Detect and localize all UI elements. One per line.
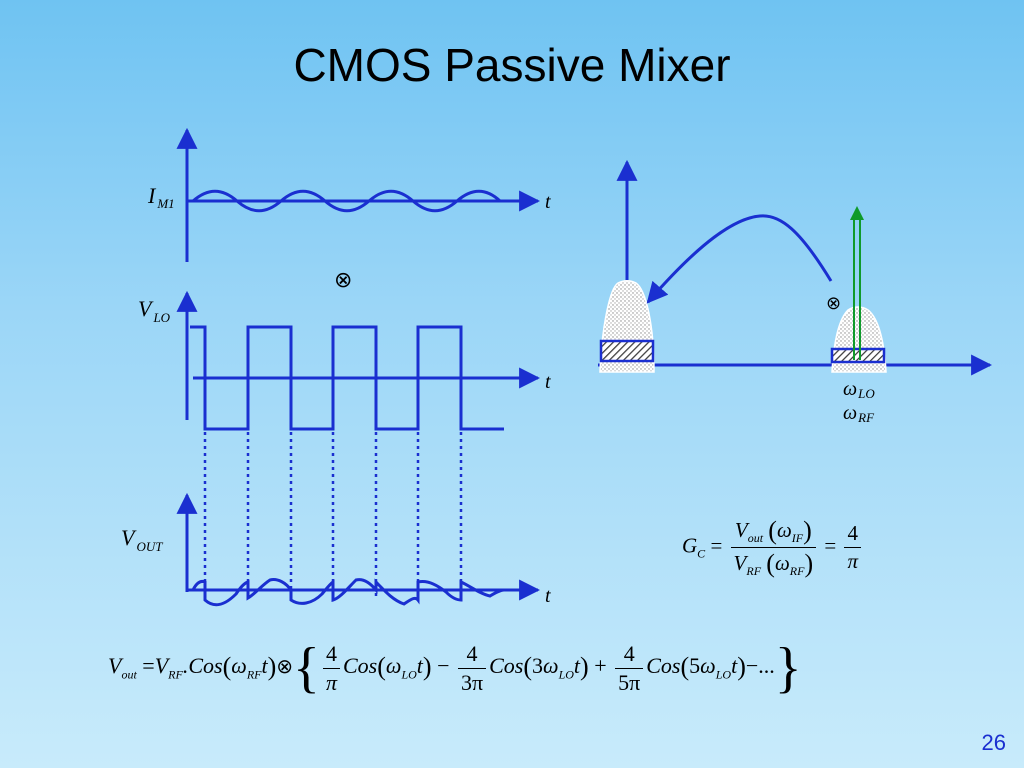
- rf-band-hatch: [830, 347, 886, 364]
- downconversion-arc: [646, 214, 833, 304]
- gain-den-var: V: [733, 551, 747, 576]
- gain-result-den: π: [847, 549, 858, 574]
- gain-num-var: V: [734, 518, 748, 542]
- vlo-label: V: [138, 296, 154, 321]
- lo-tone-arrow: [850, 206, 864, 360]
- gain-den-sub: RF: [746, 564, 762, 579]
- vout-eq-omega-rf-sub: RF: [246, 667, 262, 682]
- gain-den-arg: ω: [774, 551, 790, 576]
- svg-text:ωLO: ωLO: [843, 378, 875, 401]
- vout-eq-omega-rf: ω: [231, 653, 247, 679]
- im1-time-label: t: [545, 191, 551, 213]
- vout-eq-cos-3: Cos: [489, 653, 524, 679]
- gain-equals-2: =: [824, 533, 837, 558]
- slide-title: CMOS Passive Mixer: [293, 39, 731, 91]
- vout-eq-plus: +: [594, 653, 607, 679]
- vout-time-label: t: [545, 585, 551, 607]
- vout-eq-lhs-sub: out: [121, 667, 137, 682]
- svg-text:ωRF: ωRF: [843, 402, 875, 425]
- vout-label: V: [121, 525, 137, 550]
- vout-chopped-wave: [191, 578, 505, 607]
- gain-equals-1: =: [710, 533, 723, 558]
- vlo-square-wave: [190, 325, 504, 431]
- gain-lhs-sub: C: [697, 546, 706, 561]
- gain-num-arg-sub: IF: [791, 531, 804, 546]
- vout-label-sub: OUT: [136, 539, 163, 554]
- slide-number: 26: [981, 730, 1006, 755]
- vout-eq-minus: −: [437, 653, 450, 679]
- vlo-time-label: t: [545, 371, 551, 393]
- svg-text:VLO: VLO: [138, 296, 171, 325]
- vlo-label-sub: LO: [152, 310, 170, 325]
- gain-lhs: G: [682, 533, 698, 558]
- vout-eq-rbrace: }: [774, 637, 802, 699]
- gain-den-arg-sub: RF: [789, 564, 805, 579]
- svg-text:IM1: IM1: [147, 183, 175, 211]
- vout-eq-equals: =: [142, 653, 155, 679]
- vout-eq-otimes: ⊗: [276, 654, 294, 679]
- vout-eq-rf-sub: RF: [168, 667, 183, 682]
- vout-eq-ellipsis: −...: [745, 653, 775, 679]
- gain-result-num: 4: [844, 521, 861, 549]
- omega-rf-symbol: ω: [843, 402, 857, 424]
- gain-num-arg: ω: [776, 518, 792, 542]
- gain-ratio-fraction: Vout (ωIF) VRF (ωRF): [730, 516, 817, 579]
- im1-label: I: [147, 183, 157, 208]
- vout-eq-t1: t: [261, 653, 268, 679]
- gain-num-sub: out: [747, 531, 764, 546]
- alignment-dotted-lines: [203, 432, 463, 600]
- omega-lo-sub: LO: [857, 386, 875, 401]
- spectrum-multiply-symbol: ⊗: [826, 293, 841, 314]
- vout-eq-cos-5: Cos: [646, 653, 681, 679]
- if-band-hatch: [599, 339, 655, 363]
- im1-label-sub: M1: [156, 196, 174, 211]
- omega-rf-sub: RF: [857, 410, 875, 425]
- spectrum-plot: ⊗ ωLO ωRF: [598, 159, 993, 425]
- vout-eq-cos-rf: .Cos: [182, 653, 223, 679]
- multiply-symbol: ⊗: [334, 268, 352, 293]
- vout-eq-lbrace: {: [293, 637, 320, 699]
- im1-sine-wave: [192, 189, 502, 213]
- vout-eq-rf-var: V: [154, 653, 169, 679]
- vout-eq-lhs: V: [108, 653, 122, 679]
- conversion-gain-equation: GC = Vout (ωIF) VRF (ωRF) = 4 π: [682, 516, 864, 579]
- gain-result-fraction: 4 π: [844, 521, 861, 574]
- omega-lo-symbol: ω: [843, 378, 857, 400]
- vout-eq-cos-1: Cos: [342, 653, 378, 679]
